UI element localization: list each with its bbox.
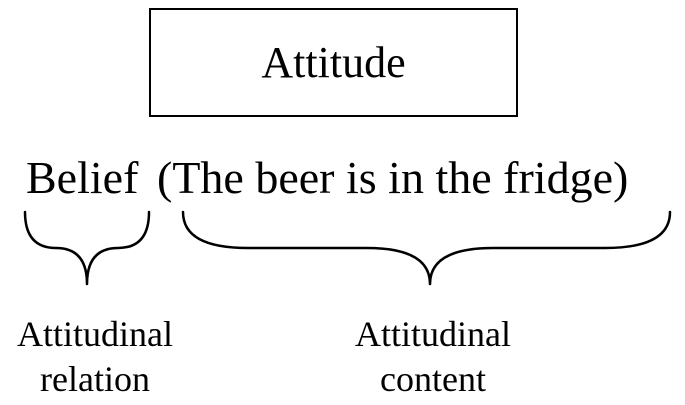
label-line: content	[380, 359, 486, 399]
attitude-box: Attitude	[149, 8, 518, 117]
attitudinal-content-label: Attitudinal content	[333, 312, 533, 402]
attitude-expression: Belief (The beer is in the fridge)	[0, 150, 685, 206]
relation-word: Belief	[26, 152, 139, 203]
content-phrase: (The beer is in the fridge)	[157, 152, 629, 203]
label-line: relation	[40, 359, 150, 399]
label-line: Attitudinal	[17, 314, 173, 354]
braces	[23, 210, 672, 286]
content-brace	[181, 210, 672, 286]
relation-brace	[23, 210, 151, 286]
attitudinal-relation-label: Attitudinal relation	[0, 312, 190, 402]
label-line: Attitudinal	[355, 314, 511, 354]
attitude-label: Attitude	[261, 37, 406, 87]
